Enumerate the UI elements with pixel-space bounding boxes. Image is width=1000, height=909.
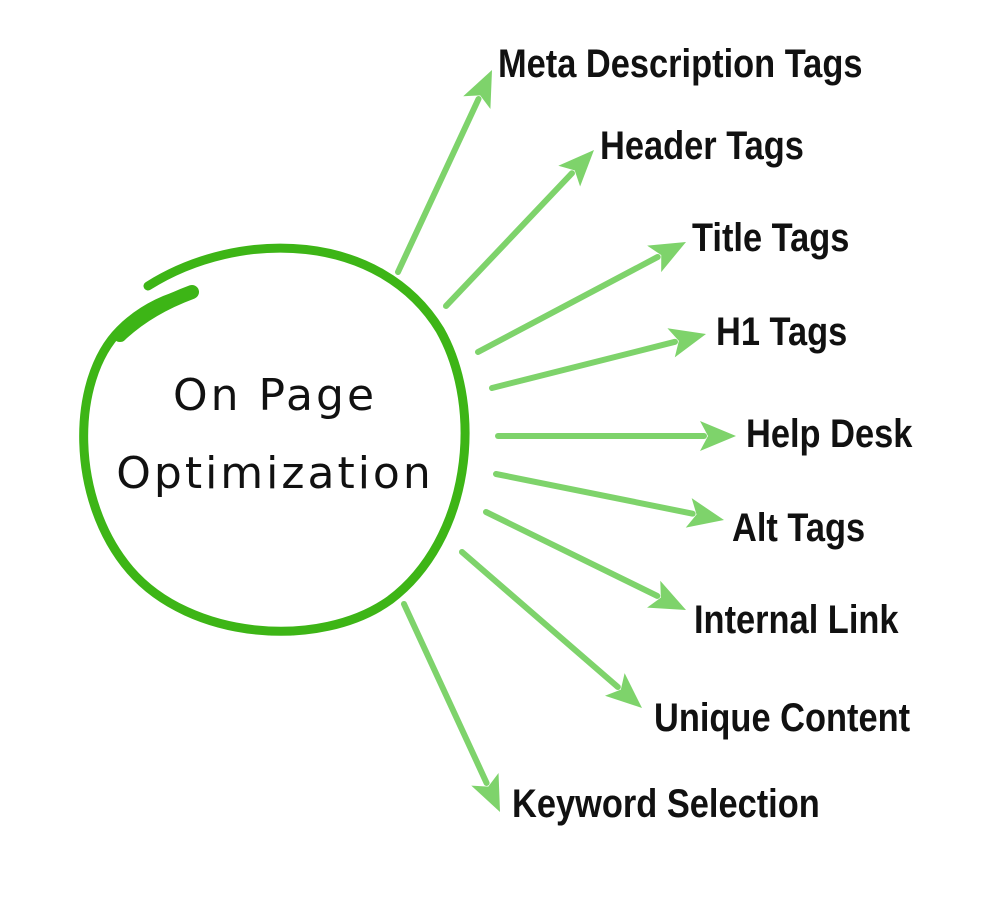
arrow-shaft-title-tags [475, 253, 661, 355]
arrow-shaft-meta-description-tags [395, 96, 482, 275]
arrow-head-internal-link [647, 580, 686, 610]
arrow-head-h1-tags [667, 328, 706, 358]
arrow-shaft-internal-link [483, 509, 661, 599]
branch-label-meta-description-tags: Meta Description Tags [498, 42, 863, 86]
center-title-line-1: On Page [172, 370, 378, 421]
arrow-head-meta-description-tags [463, 70, 492, 109]
arrow-head-help-desk [700, 421, 736, 451]
branch-label-header-tags: Header Tags [600, 124, 804, 168]
center-circle-stroke-start [113, 285, 199, 342]
arrow-head-keyword-selection [471, 773, 500, 812]
branch-label-h1-tags: H1 Tags [716, 310, 848, 354]
arrow-shaft-keyword-selection [401, 601, 490, 786]
branch-label-title-tags: Title Tags [692, 216, 850, 260]
arrow-shaft-unique-content [459, 549, 621, 691]
arrow-shaft-header-tags [443, 170, 575, 309]
arrow-head-header-tags [558, 150, 594, 187]
center-title-line-2: Optimization [116, 448, 434, 499]
branch-label-alt-tags: Alt Tags [732, 506, 866, 550]
branch-arrows [395, 70, 736, 812]
branch-label-keyword-selection: Keyword Selection [512, 782, 820, 826]
arrow-head-alt-tags [685, 498, 724, 528]
arrow-head-unique-content [604, 673, 642, 708]
branch-label-unique-content: Unique Content [654, 696, 911, 740]
arrow-shaft-alt-tags [493, 471, 696, 517]
arrow-shaft-h1-tags [489, 338, 678, 391]
branch-label-internal-link: Internal Link [694, 598, 899, 642]
arrow-head-title-tags [647, 242, 686, 273]
branch-label-help-desk: Help Desk [746, 412, 913, 456]
center-circle [79, 243, 470, 636]
